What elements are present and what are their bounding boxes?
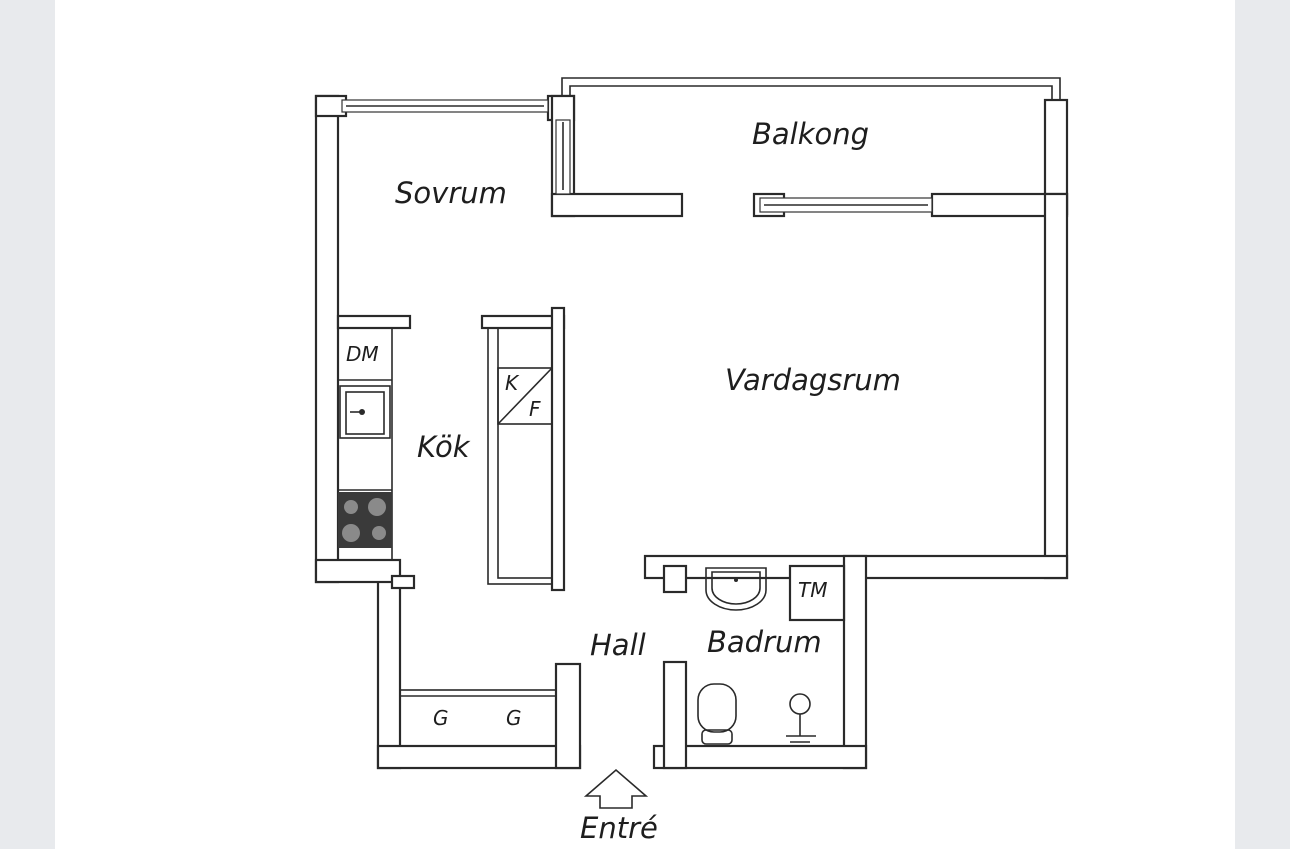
- fridge-freezer: [487, 327, 553, 585]
- balcony-door-window: [759, 197, 933, 213]
- room-label-entre: Entré: [580, 811, 658, 845]
- room-label-hall: Hall: [590, 628, 646, 662]
- room-label-balkong: Balkong: [752, 117, 869, 151]
- label-wardrobe-1: G: [433, 706, 449, 730]
- walls: [314, 94, 1069, 770]
- room-label-badrum: Badrum: [707, 625, 822, 659]
- balcony: [561, 77, 1069, 216]
- toilet-icon: [697, 683, 737, 745]
- bathroom-sink-icon: [705, 567, 767, 611]
- room-label-kok: Kök: [417, 430, 471, 464]
- shower-icon: [786, 693, 816, 743]
- entrance-arrow-icon: [583, 768, 649, 809]
- bedroom-window: [341, 99, 549, 113]
- page-sheet: [55, 0, 1235, 849]
- label-freezer: F: [529, 397, 541, 421]
- label-fridge: K: [505, 371, 520, 395]
- wardrobes: [399, 689, 557, 747]
- label-wardrobe-2: G: [506, 706, 522, 730]
- room-label-vardagsrum: Vardagsrum: [725, 363, 901, 397]
- label-washing-machine: TM: [798, 578, 827, 602]
- room-label-sovrum: Sovrum: [395, 176, 507, 210]
- sink-icon: [339, 385, 391, 439]
- label-dishwasher: DM: [346, 342, 379, 366]
- bedroom-side-window: [555, 119, 571, 195]
- kitchen-counter: [337, 327, 393, 561]
